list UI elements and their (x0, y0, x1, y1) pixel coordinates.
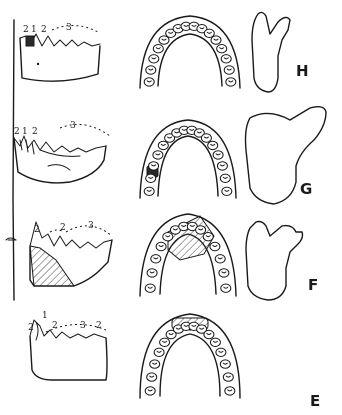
row-h-arch-tooth (226, 78, 236, 86)
row-e-dental-arch (140, 314, 240, 398)
row-e-label-b: 2 (28, 323, 34, 333)
row-h-arch-tooth (211, 36, 221, 44)
row-f-arch-tooth (219, 269, 229, 277)
row-e: 1 2 2 3 2 E (28, 311, 320, 410)
row-h-arch-tooth (149, 55, 159, 63)
row-e-label-a: 1 (42, 311, 48, 321)
row-h-label-a: 2 (23, 25, 29, 35)
row-f-dental-arch (140, 214, 236, 296)
row-g-label-a: 2 (14, 127, 20, 137)
row-h-label-b: 1 (31, 25, 37, 35)
row-f-side-view: 2 2 3 (6, 221, 112, 286)
row-g-mandible-outline (246, 107, 327, 204)
row-f-label-b: 2 (60, 223, 66, 233)
row-h-label-d: 3 (66, 23, 72, 33)
row-h-arch-tooth (221, 55, 231, 63)
row-f-mandible-outline (246, 222, 303, 301)
row-g-label-c: 2 (32, 127, 38, 137)
row-e-label-d: 3 (80, 321, 86, 331)
row-g-letter: G (300, 180, 312, 198)
row-h-letter: H (296, 62, 309, 80)
row-g-dental-arch (140, 120, 236, 198)
row-h-arch-tooth (153, 45, 163, 53)
row-f-arch-tooth (147, 269, 157, 277)
row-h-arch-tooth (146, 66, 156, 74)
row-g-arch-tooth (217, 162, 227, 170)
row-f-arch-tooth (145, 284, 155, 292)
row-g-arch-tooth (213, 151, 223, 159)
row-e-arch-tooth (150, 360, 160, 368)
row-g-arch-tooth (220, 174, 230, 182)
row-e-arch-tooth (160, 338, 170, 346)
row-e-arch-tooth (154, 348, 164, 356)
row-f-arch-tooth (215, 255, 225, 263)
row-g-arch-tooth (222, 187, 232, 195)
row-h-label-c: 2 (41, 25, 47, 35)
row-f: 2 2 3 F (6, 214, 318, 300)
row-e-arch-tooth (225, 387, 235, 395)
row-e-letter: E (310, 392, 320, 410)
row-e-arch-tooth (216, 348, 226, 356)
row-g-arch-tooth (146, 174, 156, 182)
row-e-arch-tooth (204, 330, 214, 338)
row-e-arch-tooth (147, 373, 157, 381)
row-h-arch-tooth (159, 36, 169, 44)
row-h-dental-arch (140, 16, 240, 88)
row-f-arch-tooth (163, 233, 173, 241)
row-h-mandible-outline (252, 12, 290, 92)
row-f-arch-tooth (203, 233, 213, 241)
row-f-arch-tooth (151, 255, 161, 263)
row-e-label-e: 2 (96, 321, 102, 331)
row-h: 2 1 2 3 H (20, 12, 309, 92)
row-e-arch-tooth (223, 373, 233, 381)
row-e-side-view: 1 2 2 3 2 (28, 311, 107, 380)
row-f-arch-tooth (196, 226, 206, 234)
row-e-arch-tooth (220, 360, 230, 368)
row-e-arch-tooth (145, 387, 155, 395)
row-g-arch-tooth (153, 151, 163, 159)
row-f-arch-tooth (221, 284, 231, 292)
row-g-arch-tooth (144, 187, 154, 195)
row-e-arch-tooth (210, 338, 220, 346)
row-g: 2 1 2 3 G (14, 107, 326, 204)
row-g-label-d: 3 (70, 121, 76, 131)
row-h-arch-tooth (204, 29, 214, 37)
left-border-line (13, 20, 14, 300)
row-h-arch-tooth (217, 45, 227, 53)
row-f-arch-tooth (210, 242, 220, 250)
row-e-label-c: 2 (52, 321, 58, 331)
row-g-arch-tooth (158, 141, 168, 149)
row-f-letter: F (308, 276, 318, 294)
row-h-arch-tooth (144, 78, 154, 86)
row-g-label-b: 1 (22, 127, 28, 137)
row-g-arch-tooth (201, 134, 211, 142)
row-h-side-view: 2 1 2 3 (20, 23, 100, 81)
row-h-arch-tooth (224, 66, 234, 74)
row-f-label-a: 2 (34, 225, 40, 235)
row-f-label-c: 3 (88, 221, 94, 231)
row-g-side-view: 2 1 2 3 (14, 121, 110, 183)
row-f-arch-tooth (156, 242, 166, 250)
row-g-arch-tooth (208, 141, 218, 149)
row-g-arch-tooth (149, 162, 159, 170)
